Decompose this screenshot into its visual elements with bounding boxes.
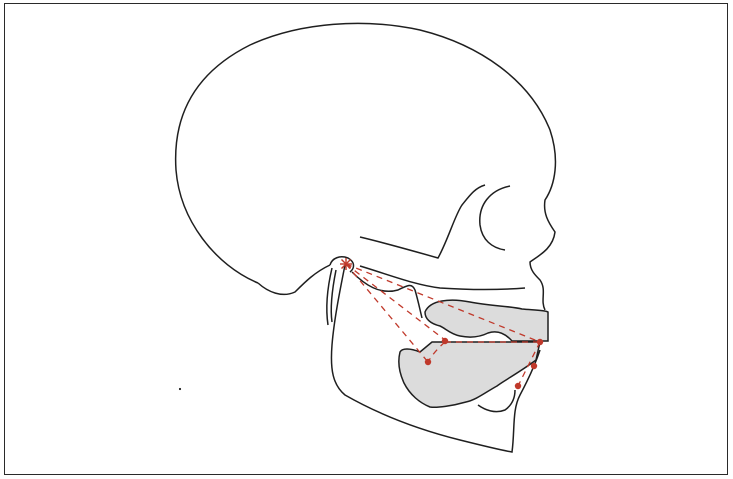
annotation-point-2 [425, 359, 431, 365]
zygomatic-arch [360, 185, 485, 258]
eye-orbit [480, 186, 510, 250]
skull-base [258, 265, 330, 294]
annotation-point-3 [537, 339, 543, 345]
stray-dot [179, 388, 181, 390]
annotation-point-4 [531, 363, 537, 369]
coronoid-process [352, 272, 422, 318]
upper-teeth [425, 300, 548, 341]
styloid-process [327, 268, 336, 325]
annotation-line-upper [346, 264, 540, 342]
asterisk-marker [340, 258, 352, 270]
annotation-point-1 [442, 338, 448, 344]
annotation-line-mid [346, 264, 445, 340]
maxilla-contour [360, 266, 525, 290]
annotation-point-5 [515, 383, 521, 389]
